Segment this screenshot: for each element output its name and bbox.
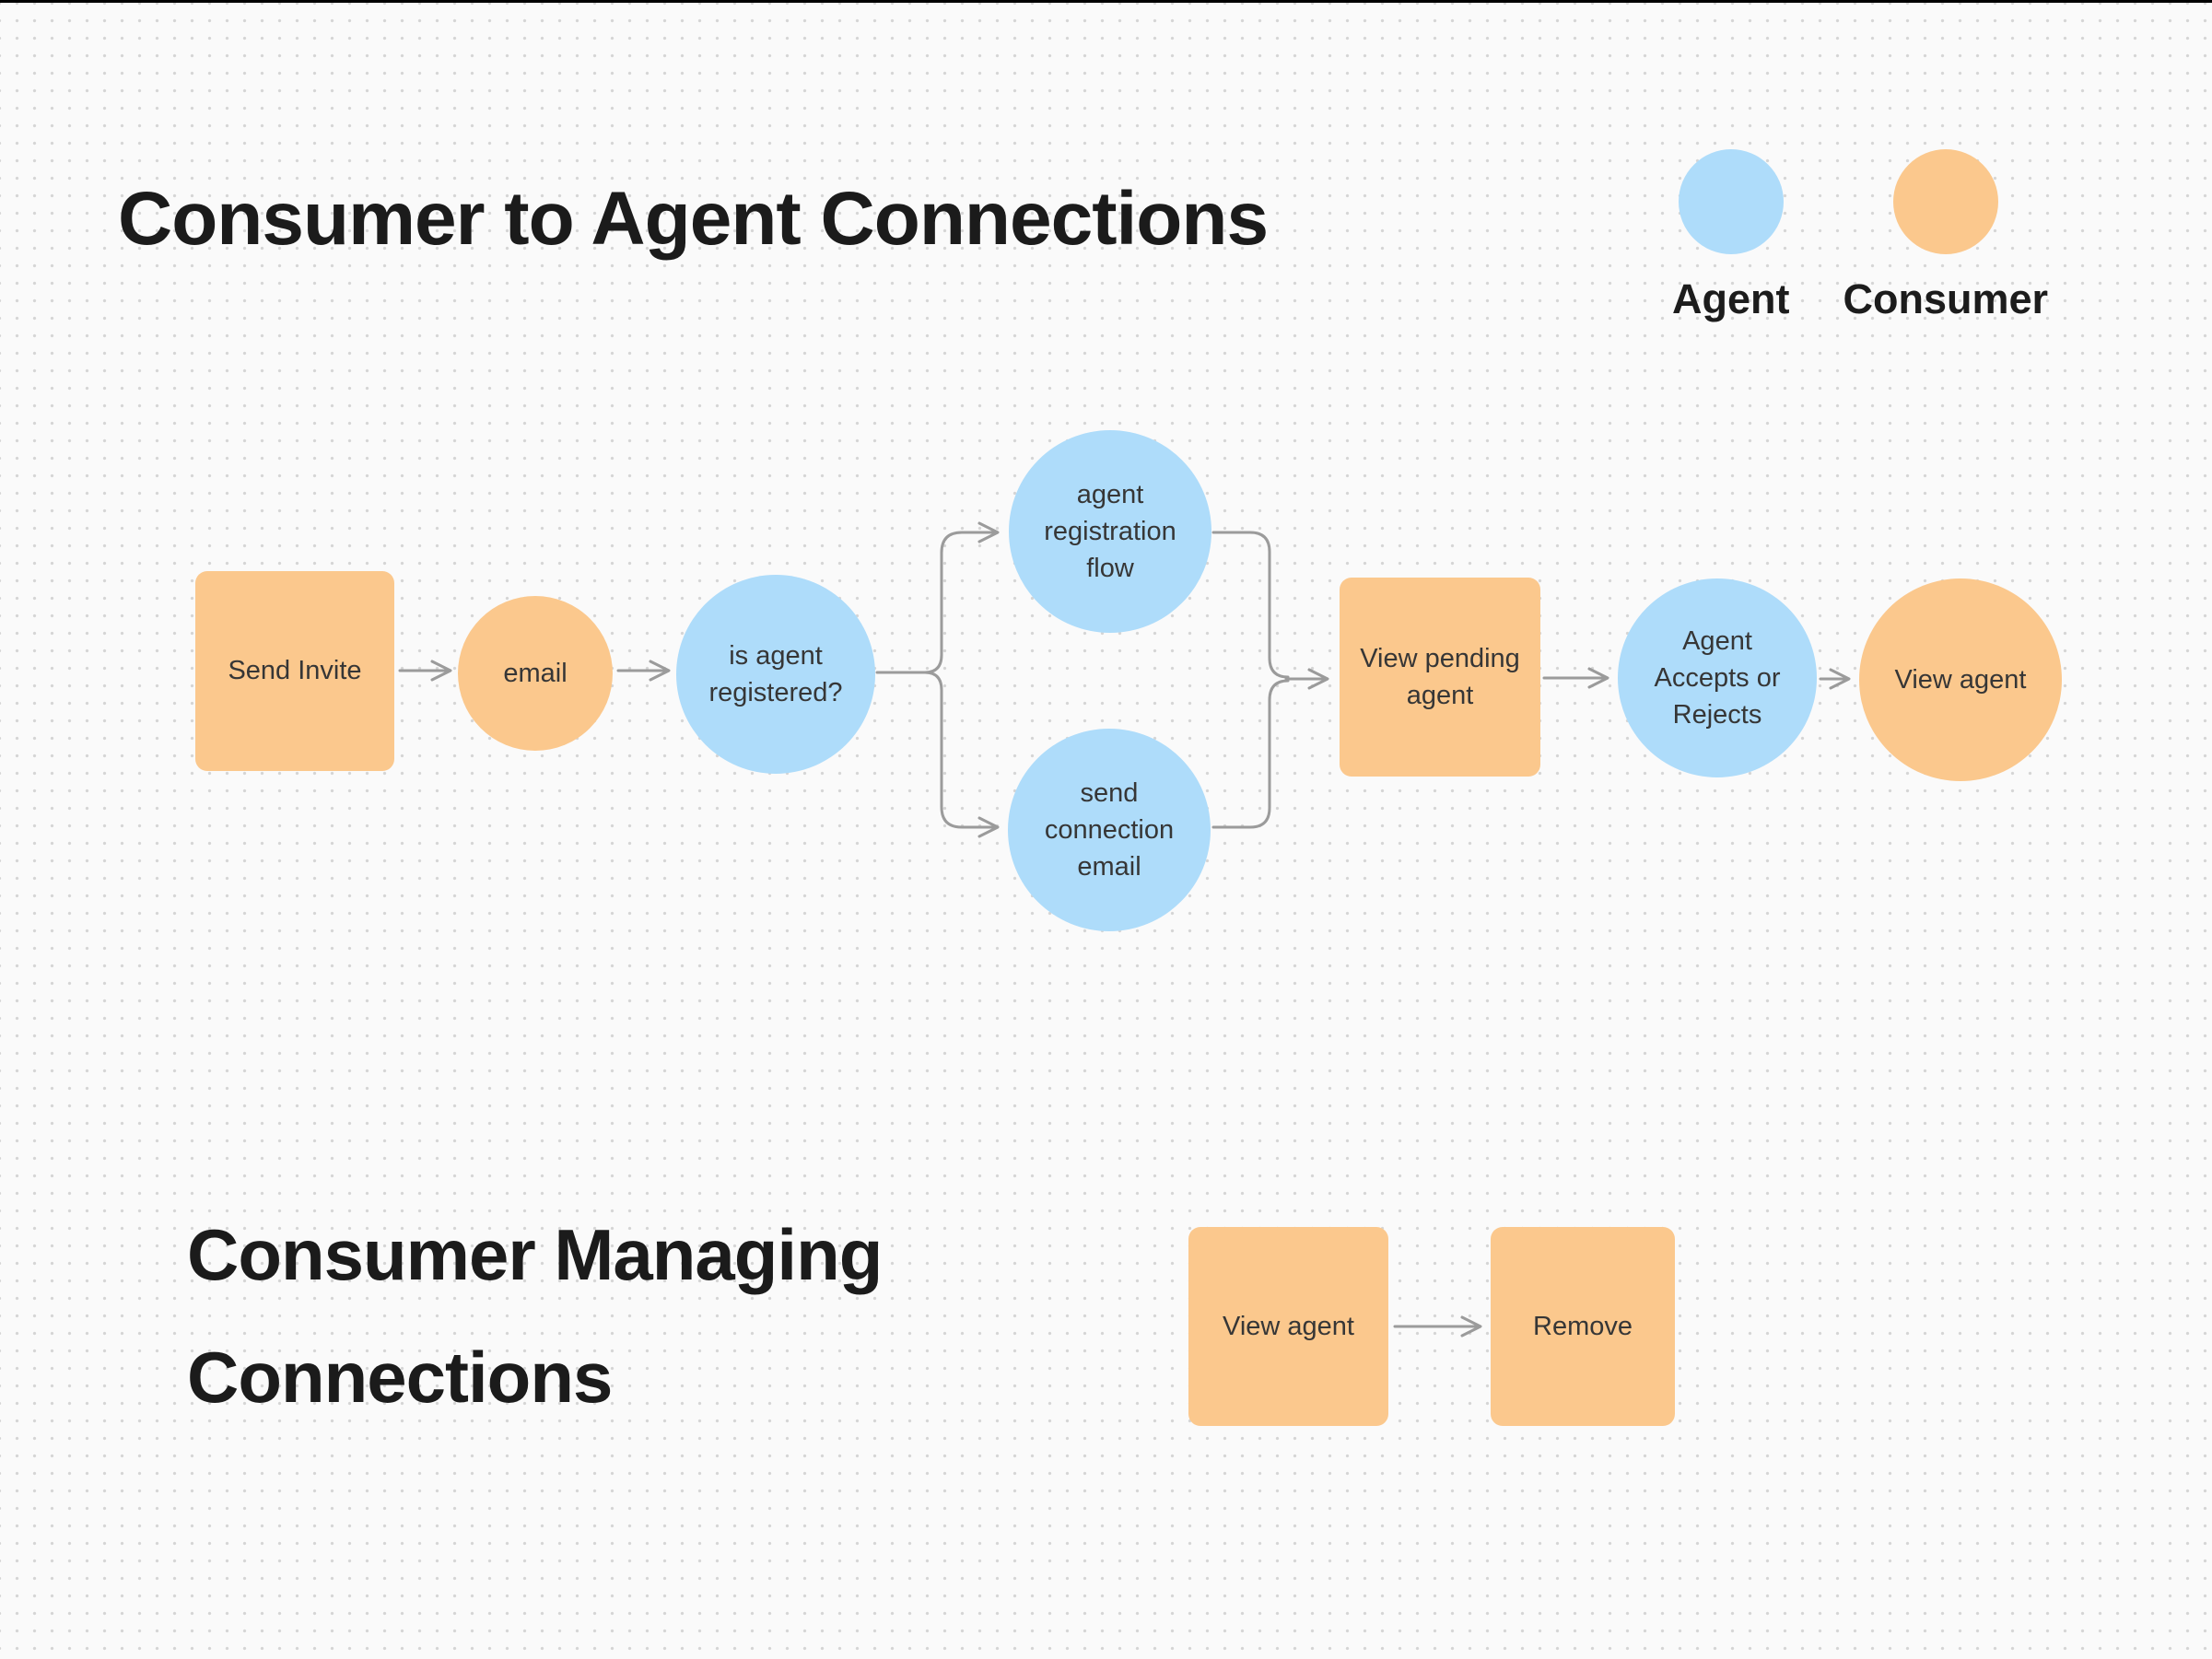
screen-top-edge	[0, 0, 2212, 3]
edge-send-connection-email-merge[interactable]	[1211, 679, 1290, 829]
consumer-legend-label[interactable]: Consumer	[1843, 275, 2049, 322]
node-send-connection-email-label: send connection email	[1044, 777, 1175, 882]
node-agent-accepts-or-rejects-label: Agent Accepts or Rejects	[1654, 625, 1781, 730]
legend-item-agent: Agent	[1672, 149, 1790, 320]
node-view-agent[interactable]: View agent	[1859, 578, 2062, 781]
node-send-invite-label: Send Invite	[228, 656, 362, 686]
node-email[interactable]: email	[458, 596, 613, 751]
node-view-pending-agent-label: View pending agent	[1360, 643, 1520, 710]
legend: Agent Consumer	[1672, 149, 2048, 320]
legend-item-consumer: Consumer	[1843, 149, 2049, 322]
node-send-invite[interactable]: Send Invite	[195, 571, 394, 771]
node-agent-accepts-or-rejects[interactable]: Agent Accepts or Rejects	[1618, 578, 1817, 777]
node-agent-registration-flow-label: agent registration flow	[1044, 479, 1176, 583]
agent-legend-circle[interactable]	[1678, 149, 1784, 254]
edge-registration-flow-merge[interactable]	[1211, 531, 1290, 679]
section2-title[interactable]: Consumer Managing Connections	[187, 1214, 883, 1418]
node-is-agent-registered[interactable]: is agent registered?	[676, 575, 875, 774]
board-title[interactable]: Consumer to Agent Connections	[118, 177, 1269, 261]
node-email-label: email	[503, 658, 568, 688]
edge-is-registered-to-registration-flow[interactable]	[923, 521, 1000, 674]
node-agent-registration-flow[interactable]: agent registration flow	[1009, 430, 1211, 633]
consumer-legend-circle[interactable]	[1892, 149, 1998, 254]
edge-is-registered-to-send-connection-email[interactable]	[923, 671, 1000, 838]
node-is-agent-registered-label: is agent registered?	[708, 640, 843, 707]
node-manage-view-agent-label: View agent	[1223, 1311, 1354, 1341]
node-remove[interactable]: Remove	[1491, 1227, 1675, 1426]
node-view-pending-agent[interactable]: View pending agent	[1340, 578, 1540, 777]
agent-legend-label[interactable]: Agent	[1672, 275, 1790, 322]
node-remove-label: Remove	[1533, 1311, 1633, 1341]
node-view-agent-label: View agent	[1894, 664, 2027, 695]
node-manage-view-agent[interactable]: View agent	[1188, 1227, 1388, 1426]
node-send-connection-email[interactable]: send connection email	[1008, 729, 1211, 931]
